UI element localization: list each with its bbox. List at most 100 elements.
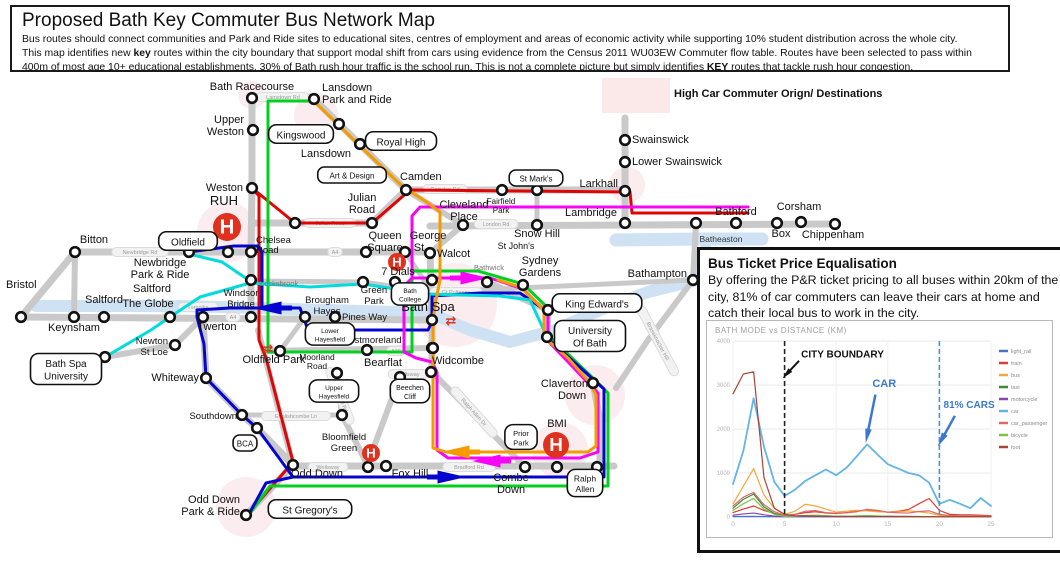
chart-line-car_passenger xyxy=(732,491,992,517)
station-label: Cleveland xyxy=(440,199,489,211)
station-label: Park & Ride xyxy=(181,506,240,518)
station-label: Queen xyxy=(368,230,401,242)
station-label: Down xyxy=(497,484,525,496)
school-box-label: Kingswood xyxy=(277,130,326,141)
road-pill: A4 xyxy=(327,247,343,257)
route-arrow-head xyxy=(253,301,282,315)
route-arrow-head xyxy=(437,470,466,484)
station-label: Keynsham xyxy=(48,322,100,334)
station-label: Park xyxy=(493,206,510,215)
road-pill-bg xyxy=(225,312,241,322)
route-arrow-head xyxy=(472,454,501,468)
road-line xyxy=(17,248,79,321)
road-pill-label: Wellsway xyxy=(396,372,419,378)
station-marker xyxy=(288,216,302,230)
station-marker xyxy=(618,133,632,147)
station-label: Park & Ride xyxy=(131,269,190,281)
chart-xtick: 0 xyxy=(731,521,735,528)
station-label: Chippenham xyxy=(802,229,864,241)
station-label: Brougham xyxy=(305,295,349,306)
station-label: Bathford xyxy=(715,206,757,218)
car-arrow xyxy=(865,394,877,436)
station-marker xyxy=(307,92,321,106)
station-marker xyxy=(353,137,367,151)
school-box xyxy=(232,434,258,452)
route-line xyxy=(187,252,252,283)
station-label: Place xyxy=(450,211,478,223)
station-label: Corsham xyxy=(777,201,822,213)
station-marker xyxy=(794,215,808,229)
hospital-icon xyxy=(388,253,406,271)
school-box-label: Royal High xyxy=(377,137,426,148)
station-marker xyxy=(356,275,370,289)
hospital-icon xyxy=(213,213,241,241)
station-marker xyxy=(398,245,412,259)
station-marker xyxy=(196,310,210,324)
station-marker xyxy=(244,273,258,287)
station-label: Park and Ride xyxy=(322,94,392,106)
route-arrow-head xyxy=(460,271,489,285)
station-label: Snow Hill xyxy=(514,228,560,240)
route-arrow-head xyxy=(441,445,470,459)
station-label: St Loe xyxy=(141,347,168,358)
school-box xyxy=(29,352,103,386)
station-label: BMI xyxy=(547,418,567,430)
station-label: Hayes xyxy=(314,306,341,317)
hospital-icon-letter: H xyxy=(366,445,375,460)
station-marker xyxy=(97,310,111,324)
school-box xyxy=(304,322,356,346)
station-marker xyxy=(244,245,258,259)
road-pill-label: Turnpike xyxy=(187,305,208,311)
station-marker xyxy=(163,310,177,324)
station-marker xyxy=(425,273,439,287)
chart-legend-label: bicycle xyxy=(1011,433,1028,439)
station-marker xyxy=(245,91,259,105)
station-marker xyxy=(361,460,375,474)
school-box xyxy=(566,468,604,498)
mode-distance-chart: BATH MODE vs DISTANCE (KM)01000200030004… xyxy=(715,326,1048,528)
station-label: Bearflat xyxy=(364,357,402,369)
hospital-icon-letter: H xyxy=(549,434,563,455)
station-label: Bloomfield xyxy=(322,432,366,443)
station-label: Gardens xyxy=(519,267,562,279)
chart-ytick: 4000 xyxy=(717,339,731,345)
station-marker xyxy=(425,313,439,327)
station-marker xyxy=(770,216,784,230)
station-marker xyxy=(618,216,632,230)
school-box-label: Art & Design xyxy=(330,172,375,181)
school-box xyxy=(308,379,360,403)
station-label: Box xyxy=(772,228,791,240)
school-box-label: Upper xyxy=(325,385,344,392)
cars81-label: 81% CARS xyxy=(944,400,995,411)
station-label: Green xyxy=(361,285,387,296)
chart-xtick: 5 xyxy=(783,521,787,528)
station-marker xyxy=(250,421,264,435)
road-pill-bg xyxy=(307,462,349,472)
station-marker xyxy=(541,303,555,317)
car-arrow-head xyxy=(865,428,872,443)
chart-legend-label: train xyxy=(1011,361,1022,367)
station-marker xyxy=(245,181,259,195)
station-marker xyxy=(328,310,342,324)
station-label: RUH xyxy=(210,193,238,208)
station-label: Newbridge xyxy=(134,257,187,269)
road-pill-label: A4 xyxy=(332,250,339,256)
school-box-label: King Edward's xyxy=(565,299,629,310)
station-label: Bathampton xyxy=(628,268,687,280)
city-boundary-arrow-head xyxy=(782,368,793,379)
station-marker xyxy=(424,365,438,379)
station-label: Batheaston xyxy=(699,234,742,244)
station-label: St John's xyxy=(498,241,535,251)
hospital-icon xyxy=(543,432,569,458)
route-line xyxy=(246,186,295,516)
chart-xtick: 20 xyxy=(936,521,944,528)
station-label: Julian xyxy=(348,192,377,204)
chart-line-car xyxy=(732,397,992,510)
station-marker xyxy=(67,310,81,324)
station-marker xyxy=(332,117,346,131)
road-pill: Brassknocker Hill xyxy=(636,305,680,377)
station-label: Walcot xyxy=(437,248,470,260)
school-box-label: Hayesfield xyxy=(319,393,350,400)
school-box-label: Cliff xyxy=(404,394,416,401)
